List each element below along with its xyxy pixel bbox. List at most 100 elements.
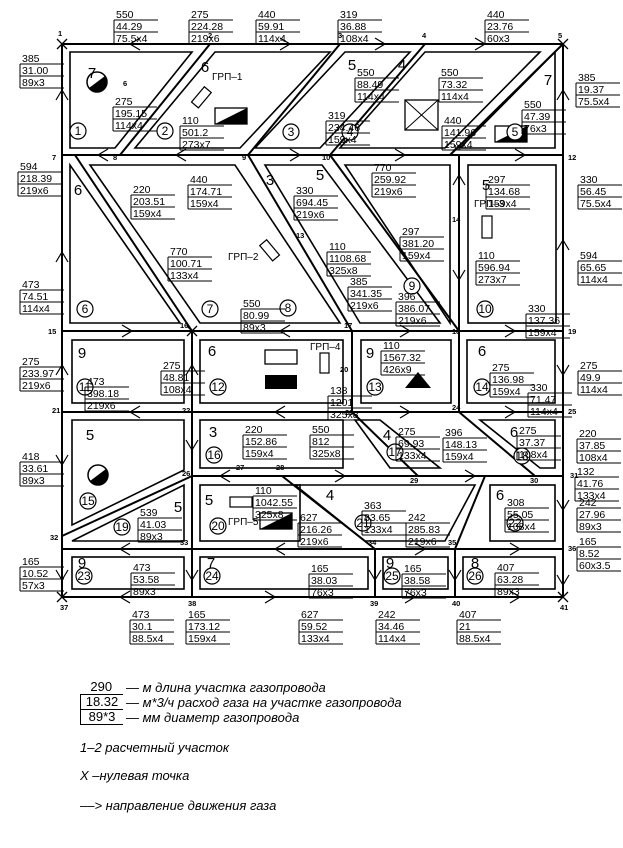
quarter-block-15 bbox=[71, 419, 185, 527]
node: 25 bbox=[568, 407, 576, 416]
node: 36 bbox=[568, 544, 576, 553]
segment-length: 396 bbox=[445, 427, 463, 439]
arrow-icon bbox=[218, 469, 231, 483]
segment-diameter: 219x6 bbox=[296, 209, 325, 221]
quarter-block-26 bbox=[462, 556, 556, 590]
node-number: 20 bbox=[340, 365, 348, 374]
boiler-icon bbox=[87, 464, 109, 486]
grp-5-icon bbox=[229, 496, 253, 508]
segment-diameter: 159x4 bbox=[444, 139, 473, 151]
quarter-floors: 6 bbox=[201, 59, 209, 76]
quarter-number: 5 bbox=[512, 125, 519, 139]
arrow-icon bbox=[174, 148, 187, 162]
quarter-floors: 6 bbox=[478, 343, 486, 360]
node-number: 13 bbox=[296, 231, 304, 240]
arrow-icon bbox=[273, 405, 286, 419]
segment-flow: 41.03 bbox=[140, 519, 166, 531]
node-number: 35 bbox=[448, 538, 456, 547]
segment-length: 550 bbox=[441, 67, 459, 79]
node-number: 16 bbox=[180, 321, 188, 330]
node-number: 7 bbox=[52, 153, 56, 162]
node-number: 14 bbox=[452, 215, 461, 224]
segment-diameter: 57x3 bbox=[22, 580, 45, 592]
quarter-floors: 5 bbox=[86, 427, 94, 444]
quarter-floors: 5 bbox=[348, 57, 356, 74]
segment-flow: 501.2 bbox=[182, 127, 208, 139]
quarter-block-19 bbox=[71, 483, 185, 542]
zero-points bbox=[56, 38, 569, 603]
segment-diameter: 159x4 bbox=[328, 134, 357, 146]
segment-flow: 48.81 bbox=[163, 372, 189, 384]
segment-diameter: 159x4 bbox=[190, 198, 219, 210]
segment-length: 110 bbox=[182, 115, 199, 127]
segment-diameter: 219x6 bbox=[191, 33, 220, 45]
node: 30 bbox=[530, 476, 538, 485]
segment-length: 110 bbox=[478, 250, 495, 262]
node-number: 19 bbox=[568, 327, 576, 336]
quarter-number: 12 bbox=[211, 380, 225, 394]
segment-length: 594 bbox=[20, 161, 38, 173]
quarter-number: 8 bbox=[285, 301, 292, 315]
segment-flow: 812 bbox=[312, 436, 330, 448]
segment-length: 297 bbox=[488, 174, 506, 186]
segment-length: 138 bbox=[330, 385, 348, 397]
segment-diameter: 219x6 bbox=[398, 315, 427, 327]
node-number: 39 bbox=[370, 599, 378, 608]
segment-diameter: 133x4 bbox=[364, 524, 393, 536]
segment-length: 770 bbox=[374, 162, 392, 174]
segment-length: 550 bbox=[357, 67, 375, 79]
node: 1 bbox=[58, 29, 62, 38]
segment-length: 330 bbox=[296, 185, 314, 197]
node: 21 bbox=[52, 406, 60, 415]
quarter-floors: 4 bbox=[398, 57, 406, 74]
segment-length: 473 bbox=[87, 376, 105, 388]
pipe-26-32 bbox=[61, 475, 193, 537]
quarter-8: 85 bbox=[279, 167, 324, 317]
quarter-number: 10 bbox=[478, 302, 492, 316]
quarter-24: 247 bbox=[203, 555, 221, 585]
node: 12 bbox=[568, 153, 576, 162]
pipe-35-diag bbox=[454, 475, 486, 550]
node-number: 25 bbox=[568, 407, 576, 416]
zero-point-icon bbox=[56, 38, 68, 50]
quarter-number-circle bbox=[466, 567, 484, 585]
arrow-icon bbox=[278, 324, 291, 338]
segment-length: 550 bbox=[116, 9, 134, 21]
quarter-floors: 9 bbox=[366, 345, 374, 362]
segment-length: 132 bbox=[577, 466, 595, 478]
quarter-block-9b bbox=[343, 164, 451, 326]
quarter-16: 163 bbox=[205, 424, 223, 464]
quarter-7: 73 bbox=[201, 172, 274, 318]
segment-flow: 56.45 bbox=[580, 186, 606, 198]
quarter-number: 23 bbox=[77, 569, 91, 583]
arrow-icon bbox=[509, 542, 522, 556]
segment-diameter: 219x6 bbox=[22, 380, 51, 392]
segment-length: 220 bbox=[245, 424, 263, 436]
segment-length: 330 bbox=[580, 174, 598, 186]
node-number: 29 bbox=[410, 476, 418, 485]
node: 24 bbox=[452, 403, 461, 412]
quarter-number-circle bbox=[279, 299, 297, 317]
quarter-number-circle bbox=[386, 443, 404, 461]
quarter-floors: 9 bbox=[386, 555, 394, 572]
quarter-20: 205 bbox=[205, 492, 227, 535]
quarter-26: 268 bbox=[466, 555, 484, 585]
segment-flow: 63.28 bbox=[497, 574, 523, 586]
quarter-floors: 4 bbox=[383, 427, 391, 444]
quarter-block-20 bbox=[199, 484, 301, 542]
arrow-icon bbox=[556, 499, 570, 512]
segment-flow: 36.88 bbox=[340, 21, 366, 33]
segment-length: 473 bbox=[132, 609, 150, 621]
segment-flow: 71.47 bbox=[530, 394, 556, 406]
segment-diameter: 114x4 bbox=[258, 33, 286, 45]
segment-diameter: 89x3 bbox=[133, 586, 156, 598]
segment-diameter: 108x4 bbox=[507, 521, 536, 533]
